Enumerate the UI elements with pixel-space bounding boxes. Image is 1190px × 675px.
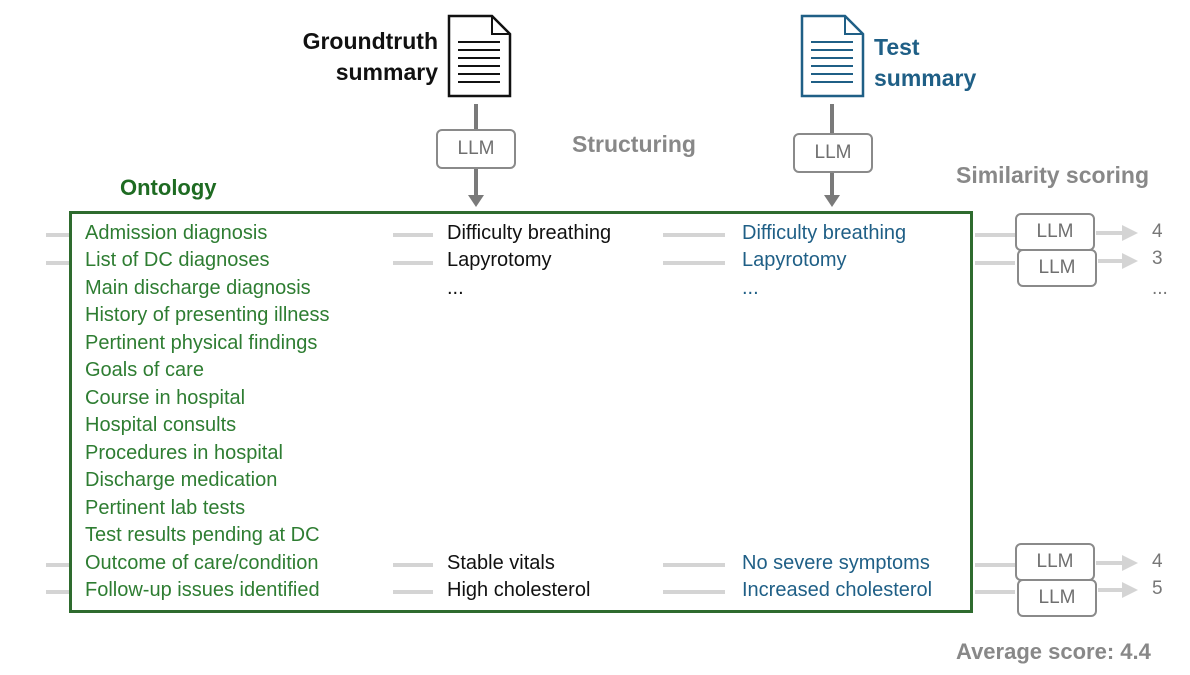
ontology-item: Goals of care bbox=[85, 359, 204, 381]
ontology-box bbox=[69, 211, 973, 613]
similarity-score: 4 bbox=[1152, 551, 1163, 572]
connector-dash bbox=[393, 563, 433, 567]
test-value: Difficulty breathing bbox=[742, 222, 907, 244]
test-value: Lapyrotomy bbox=[742, 249, 847, 271]
test-value: No severe symptoms bbox=[742, 552, 930, 574]
test-document-icon bbox=[800, 14, 865, 98]
groundtruth-value: Stable vitals bbox=[447, 552, 555, 574]
similarity-scoring-label: Similarity scoring bbox=[956, 162, 1150, 188]
ontology-item: Follow-up issues identified bbox=[85, 579, 320, 601]
groundtruth-value: High cholesterol bbox=[447, 579, 591, 601]
test-value: ... bbox=[742, 277, 759, 299]
similarity-score: ... bbox=[1152, 278, 1168, 299]
ontology-item: Main discharge diagnosis bbox=[85, 277, 311, 299]
groundtruth-summary-label: Groundtruth summary bbox=[302, 28, 438, 85]
groundtruth-document-icon bbox=[447, 14, 512, 98]
structuring-llm-test: LLM bbox=[793, 133, 873, 173]
similarity-llm: LLM bbox=[1015, 543, 1095, 581]
connector-dash bbox=[393, 590, 433, 594]
ontology-item: Course in hospital bbox=[85, 387, 246, 409]
connector-dash bbox=[393, 261, 433, 265]
ontology-item: List of DC diagnoses bbox=[85, 249, 270, 271]
ontology-item: Hospital consults bbox=[85, 414, 237, 436]
test-summary-label: Test summary bbox=[874, 34, 977, 91]
average-score: Average score: 4.4 bbox=[956, 639, 1151, 664]
ontology-label: Ontology bbox=[120, 175, 217, 200]
structuring-label: Structuring bbox=[572, 131, 696, 157]
ontology-item: Outcome of care/condition bbox=[85, 552, 319, 574]
groundtruth-value: Difficulty breathing bbox=[447, 222, 612, 244]
ontology-item: Procedures in hospital bbox=[85, 442, 283, 464]
connector-dash bbox=[393, 233, 433, 237]
ontology-item: Admission diagnosis bbox=[85, 222, 268, 244]
similarity-llm: LLM bbox=[1015, 213, 1095, 251]
similarity-llm: LLM bbox=[1017, 579, 1097, 617]
ontology-item: Discharge medication bbox=[85, 469, 278, 491]
connector-dash bbox=[663, 590, 725, 594]
similarity-llm: LLM bbox=[1017, 249, 1097, 287]
groundtruth-value: Lapyrotomy bbox=[447, 249, 552, 271]
ontology-item: Pertinent physical findings bbox=[85, 332, 318, 354]
structuring-llm-groundtruth: LLM bbox=[436, 129, 516, 169]
ontology-item: Test results pending at DC bbox=[85, 524, 320, 546]
connector-dash bbox=[663, 563, 725, 567]
ontology-item: Pertinent lab tests bbox=[85, 497, 246, 519]
connector-dash bbox=[663, 261, 725, 265]
similarity-score: 5 bbox=[1152, 578, 1163, 599]
test-value: Increased cholesterol bbox=[742, 579, 933, 601]
similarity-score: 3 bbox=[1152, 248, 1163, 269]
similarity-score: 4 bbox=[1152, 221, 1163, 242]
connector-dash bbox=[663, 233, 725, 237]
groundtruth-value: ... bbox=[447, 277, 464, 299]
ontology-item: History of presenting illness bbox=[85, 304, 330, 326]
